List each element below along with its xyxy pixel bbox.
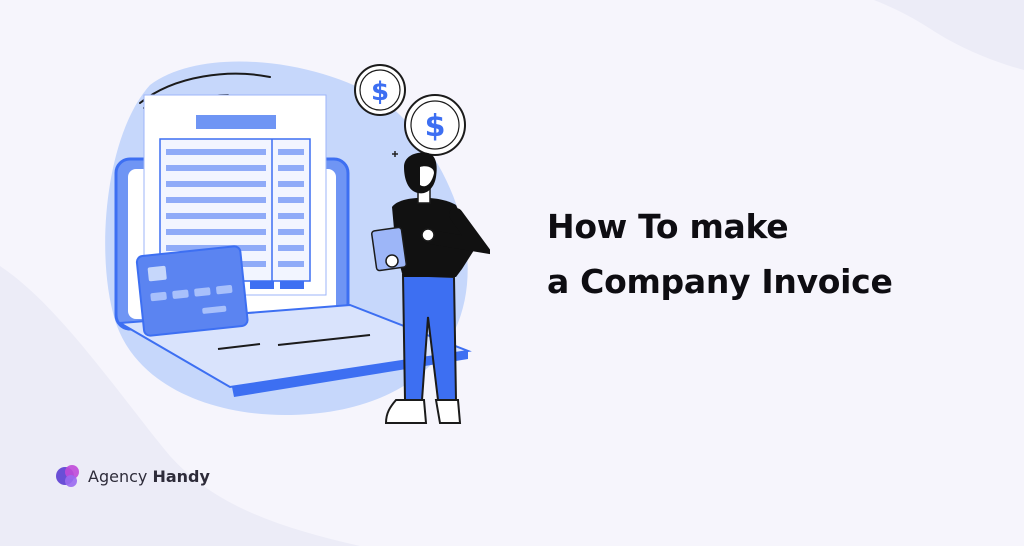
dollar-coin-icon: $ (354, 64, 406, 116)
page-title: How To make a Company Invoice (547, 199, 893, 309)
svg-text:$: $ (425, 109, 446, 144)
background-shape-top-right (874, 0, 1024, 70)
agency-handy-logo-icon (56, 465, 79, 487)
dollar-coin-icon: $ (404, 94, 466, 156)
person-with-clipboard-icon (371, 152, 490, 424)
brand-name-bold: Handy (152, 466, 210, 486)
svg-text:$: $ (371, 77, 389, 107)
title-line-1: How To make (547, 207, 789, 246)
brand-logo: Agency Handy (54, 461, 210, 491)
brand-name-regular: Agency (88, 466, 148, 486)
invoice-illustration: $ $ (105, 61, 490, 424)
credit-card-icon (135, 245, 249, 337)
background-shape-bottom-left (0, 266, 360, 546)
title-line-2: a Company Invoice (547, 262, 893, 301)
brand-name: Agency Handy (88, 467, 210, 486)
